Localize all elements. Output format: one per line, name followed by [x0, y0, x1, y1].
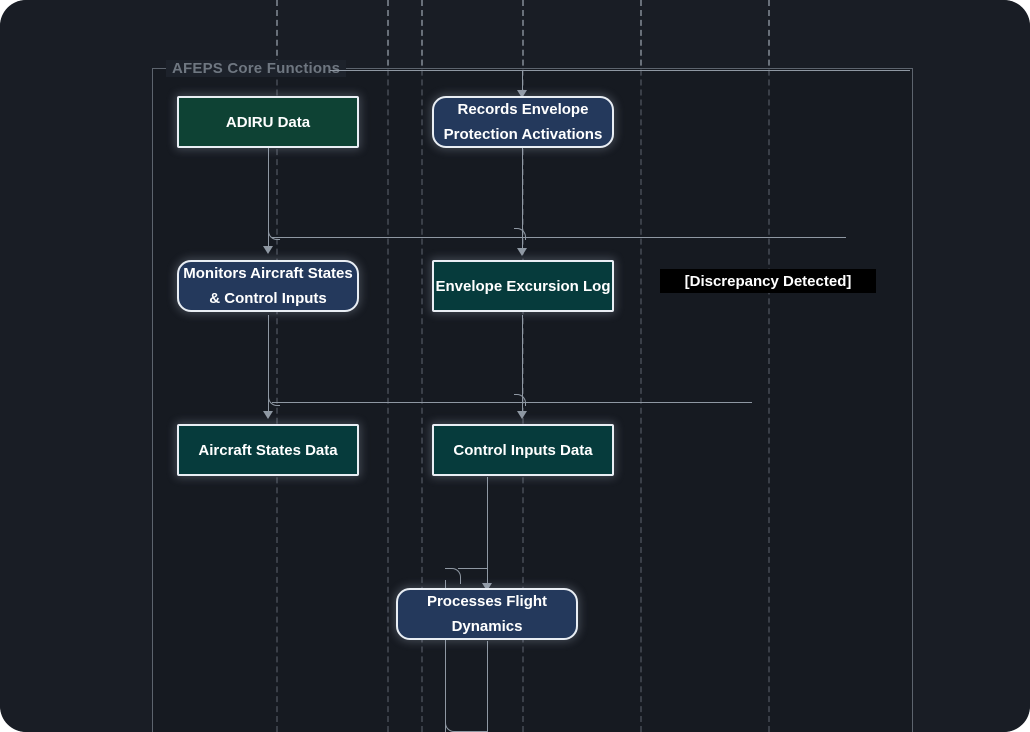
edge-bus-lower-right	[568, 402, 752, 403]
edge-monitors-to-states-v	[268, 315, 269, 411]
edge-log-to-control-v	[522, 315, 523, 411]
node-monitors-aircraft-states-control-inputs[interactable]: Monitors Aircraft States & Control Input…	[177, 260, 359, 312]
edge-top-bus	[330, 70, 910, 71]
edge-records-to-log-arrow	[517, 248, 527, 256]
node-aircraft-states-data[interactable]: Aircraft States Data	[177, 424, 359, 476]
node-records-envelope-label: Records Envelope Protection Activations	[443, 101, 603, 143]
node-adiru-data[interactable]: ADIRU Data	[177, 96, 359, 148]
edge-bus-upper-right	[568, 237, 846, 238]
edge-adiru-to-monitors-v	[268, 148, 269, 246]
node-monitors-aircraft-label: Monitors Aircraft States & Control Input…	[183, 265, 353, 307]
edge-corner-upper-right	[514, 228, 526, 240]
edge-control-to-processes-arrow	[482, 583, 492, 591]
edge-bus-upper-left	[272, 237, 568, 238]
note-discrepancy-detected: [Discrepancy Detected]	[660, 269, 876, 293]
subgraph-title: AFEPS Core Functions	[166, 60, 347, 77]
edge-control-to-processes-v	[487, 477, 488, 583]
edge-monitors-to-states-arrow	[263, 411, 273, 419]
edge-top-into-records-v	[522, 70, 523, 92]
edge-loopback-v-left	[445, 580, 446, 732]
edge-adiru-to-monitors-arrow	[263, 246, 273, 254]
node-records-envelope-protection-activations[interactable]: Records Envelope Protection Activations	[432, 96, 614, 148]
edge-processes-down-v	[487, 641, 488, 732]
edge-corner-upper-left	[268, 228, 280, 240]
edge-loopback-h-top	[458, 568, 488, 569]
edge-log-to-control-arrow	[517, 411, 527, 419]
node-control-inputs-data[interactable]: Control Inputs Data	[432, 424, 614, 476]
note-discrepancy-label: [Discrepancy Detected]	[684, 272, 852, 290]
node-aircraft-states-data-label: Aircraft States Data	[198, 441, 338, 459]
edge-bus-lower-left	[272, 402, 568, 403]
edge-top-into-records-arrow	[517, 90, 527, 98]
node-processes-flight-dynamics[interactable]: Processes Flight Dynamics	[396, 588, 578, 640]
edge-loopback-corner-top	[445, 568, 461, 584]
node-control-inputs-data-label: Control Inputs Data	[453, 441, 593, 459]
node-processes-flight-dynamics-label: Processes Flight Dynamics	[426, 593, 548, 635]
edge-records-to-log-v	[522, 148, 523, 248]
node-envelope-excursion-log[interactable]: Envelope Excursion Log	[432, 260, 614, 312]
node-envelope-log-label: Envelope Excursion Log	[435, 277, 611, 295]
edge-corner-lower-right	[514, 394, 526, 406]
node-adiru-data-label: ADIRU Data	[225, 113, 311, 131]
edge-loopback-corner-bottom	[445, 718, 487, 732]
